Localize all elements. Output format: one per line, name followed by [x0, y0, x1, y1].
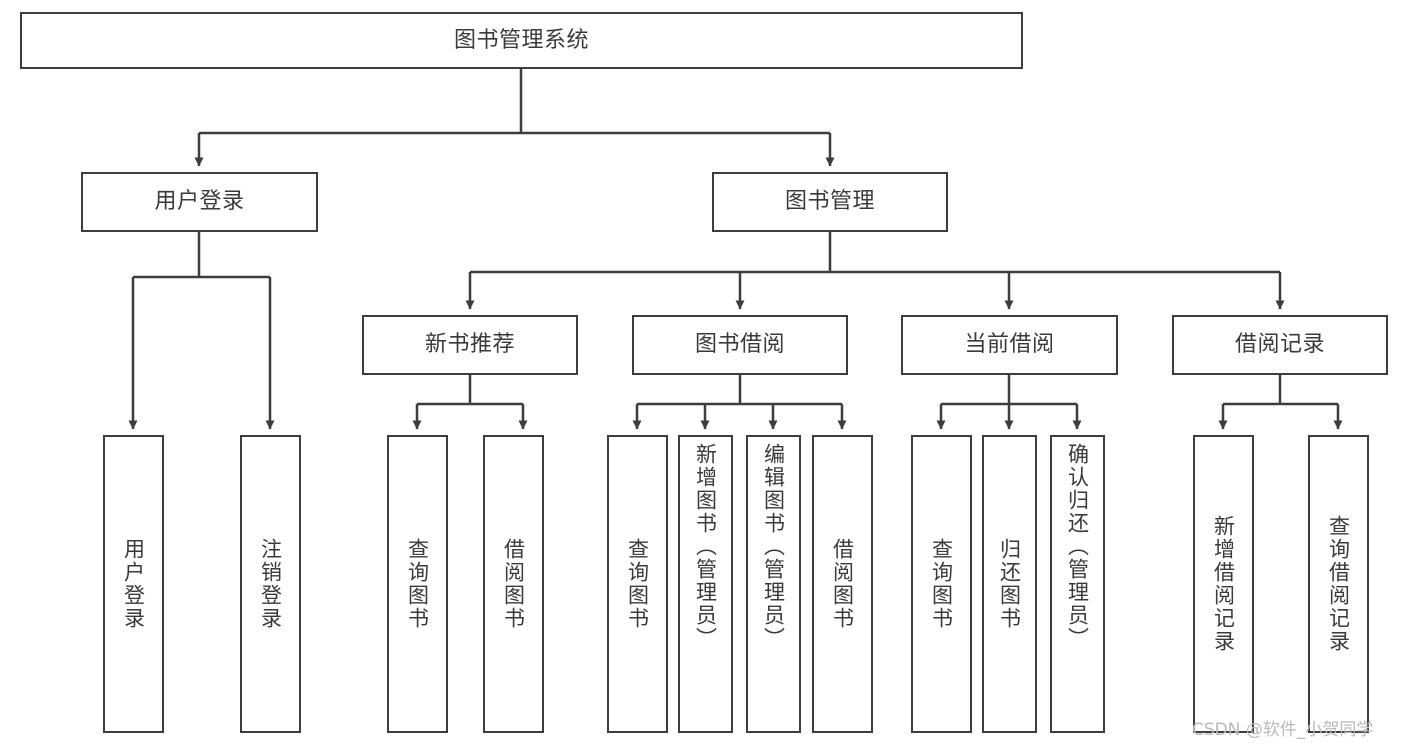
node-root-book-management-system[interactable]: 图书管理系统: [20, 12, 1023, 69]
node-label: 注销登录: [258, 538, 283, 630]
leaf-query-book-current[interactable]: 查询图书: [911, 435, 972, 733]
leaf-borrow-book-recommendation[interactable]: 借阅图书: [483, 435, 544, 733]
leaf-edit-book-admin[interactable]: 编辑图书（管理员）: [746, 435, 801, 733]
node-new-book-recommendation[interactable]: 新书推荐: [362, 315, 578, 375]
node-label: 用户登录: [154, 189, 245, 215]
node-label: 查询图书: [929, 538, 954, 630]
leaf-return-book[interactable]: 归还图书: [982, 435, 1037, 733]
leaf-user-login[interactable]: 用户登录: [103, 435, 164, 733]
node-label: 用户登录: [121, 538, 146, 630]
node-label: 归还图书: [997, 538, 1022, 630]
node-book-management[interactable]: 图书管理: [712, 172, 948, 232]
leaf-query-borrow-record[interactable]: 查询借阅记录: [1308, 435, 1369, 733]
node-label: 借阅记录: [1234, 332, 1325, 358]
node-label: 图书管理: [784, 189, 875, 215]
leaf-query-book-recommendation[interactable]: 查询图书: [387, 435, 448, 733]
node-label: 借阅图书: [501, 538, 526, 630]
node-label: 查询图书: [405, 538, 430, 630]
node-label: 图书管理系统: [453, 27, 589, 53]
node-book-borrowing[interactable]: 图书借阅: [632, 315, 848, 375]
node-label: 查询图书: [625, 538, 650, 630]
node-user-login[interactable]: 用户登录: [81, 172, 318, 232]
node-label: 新书推荐: [424, 332, 515, 358]
node-label: 当前借阅: [964, 332, 1055, 358]
node-label: 新增图书（管理员）: [693, 443, 718, 650]
leaf-add-book-admin[interactable]: 新增图书（管理员）: [678, 435, 733, 733]
leaf-query-book-borrowing[interactable]: 查询图书: [607, 435, 668, 733]
node-label: 图书借阅: [694, 332, 785, 358]
node-label: 确认归还（管理员）: [1065, 443, 1090, 650]
node-label: 查询借阅记录: [1326, 515, 1351, 653]
leaf-add-borrow-record[interactable]: 新增借阅记录: [1193, 435, 1254, 733]
leaf-logout[interactable]: 注销登录: [240, 435, 301, 733]
node-label: 新增借阅记录: [1211, 515, 1236, 653]
node-borrow-records[interactable]: 借阅记录: [1172, 315, 1388, 375]
leaf-confirm-return-admin[interactable]: 确认归还（管理员）: [1050, 435, 1105, 733]
node-current-borrowing[interactable]: 当前借阅: [901, 315, 1118, 375]
node-label: 借阅图书: [830, 538, 855, 630]
csdn-watermark: CSDN @软件_小贺同学: [1192, 720, 1374, 740]
leaf-borrow-book-borrowing[interactable]: 借阅图书: [812, 435, 873, 733]
node-label: 编辑图书（管理员）: [761, 443, 786, 650]
